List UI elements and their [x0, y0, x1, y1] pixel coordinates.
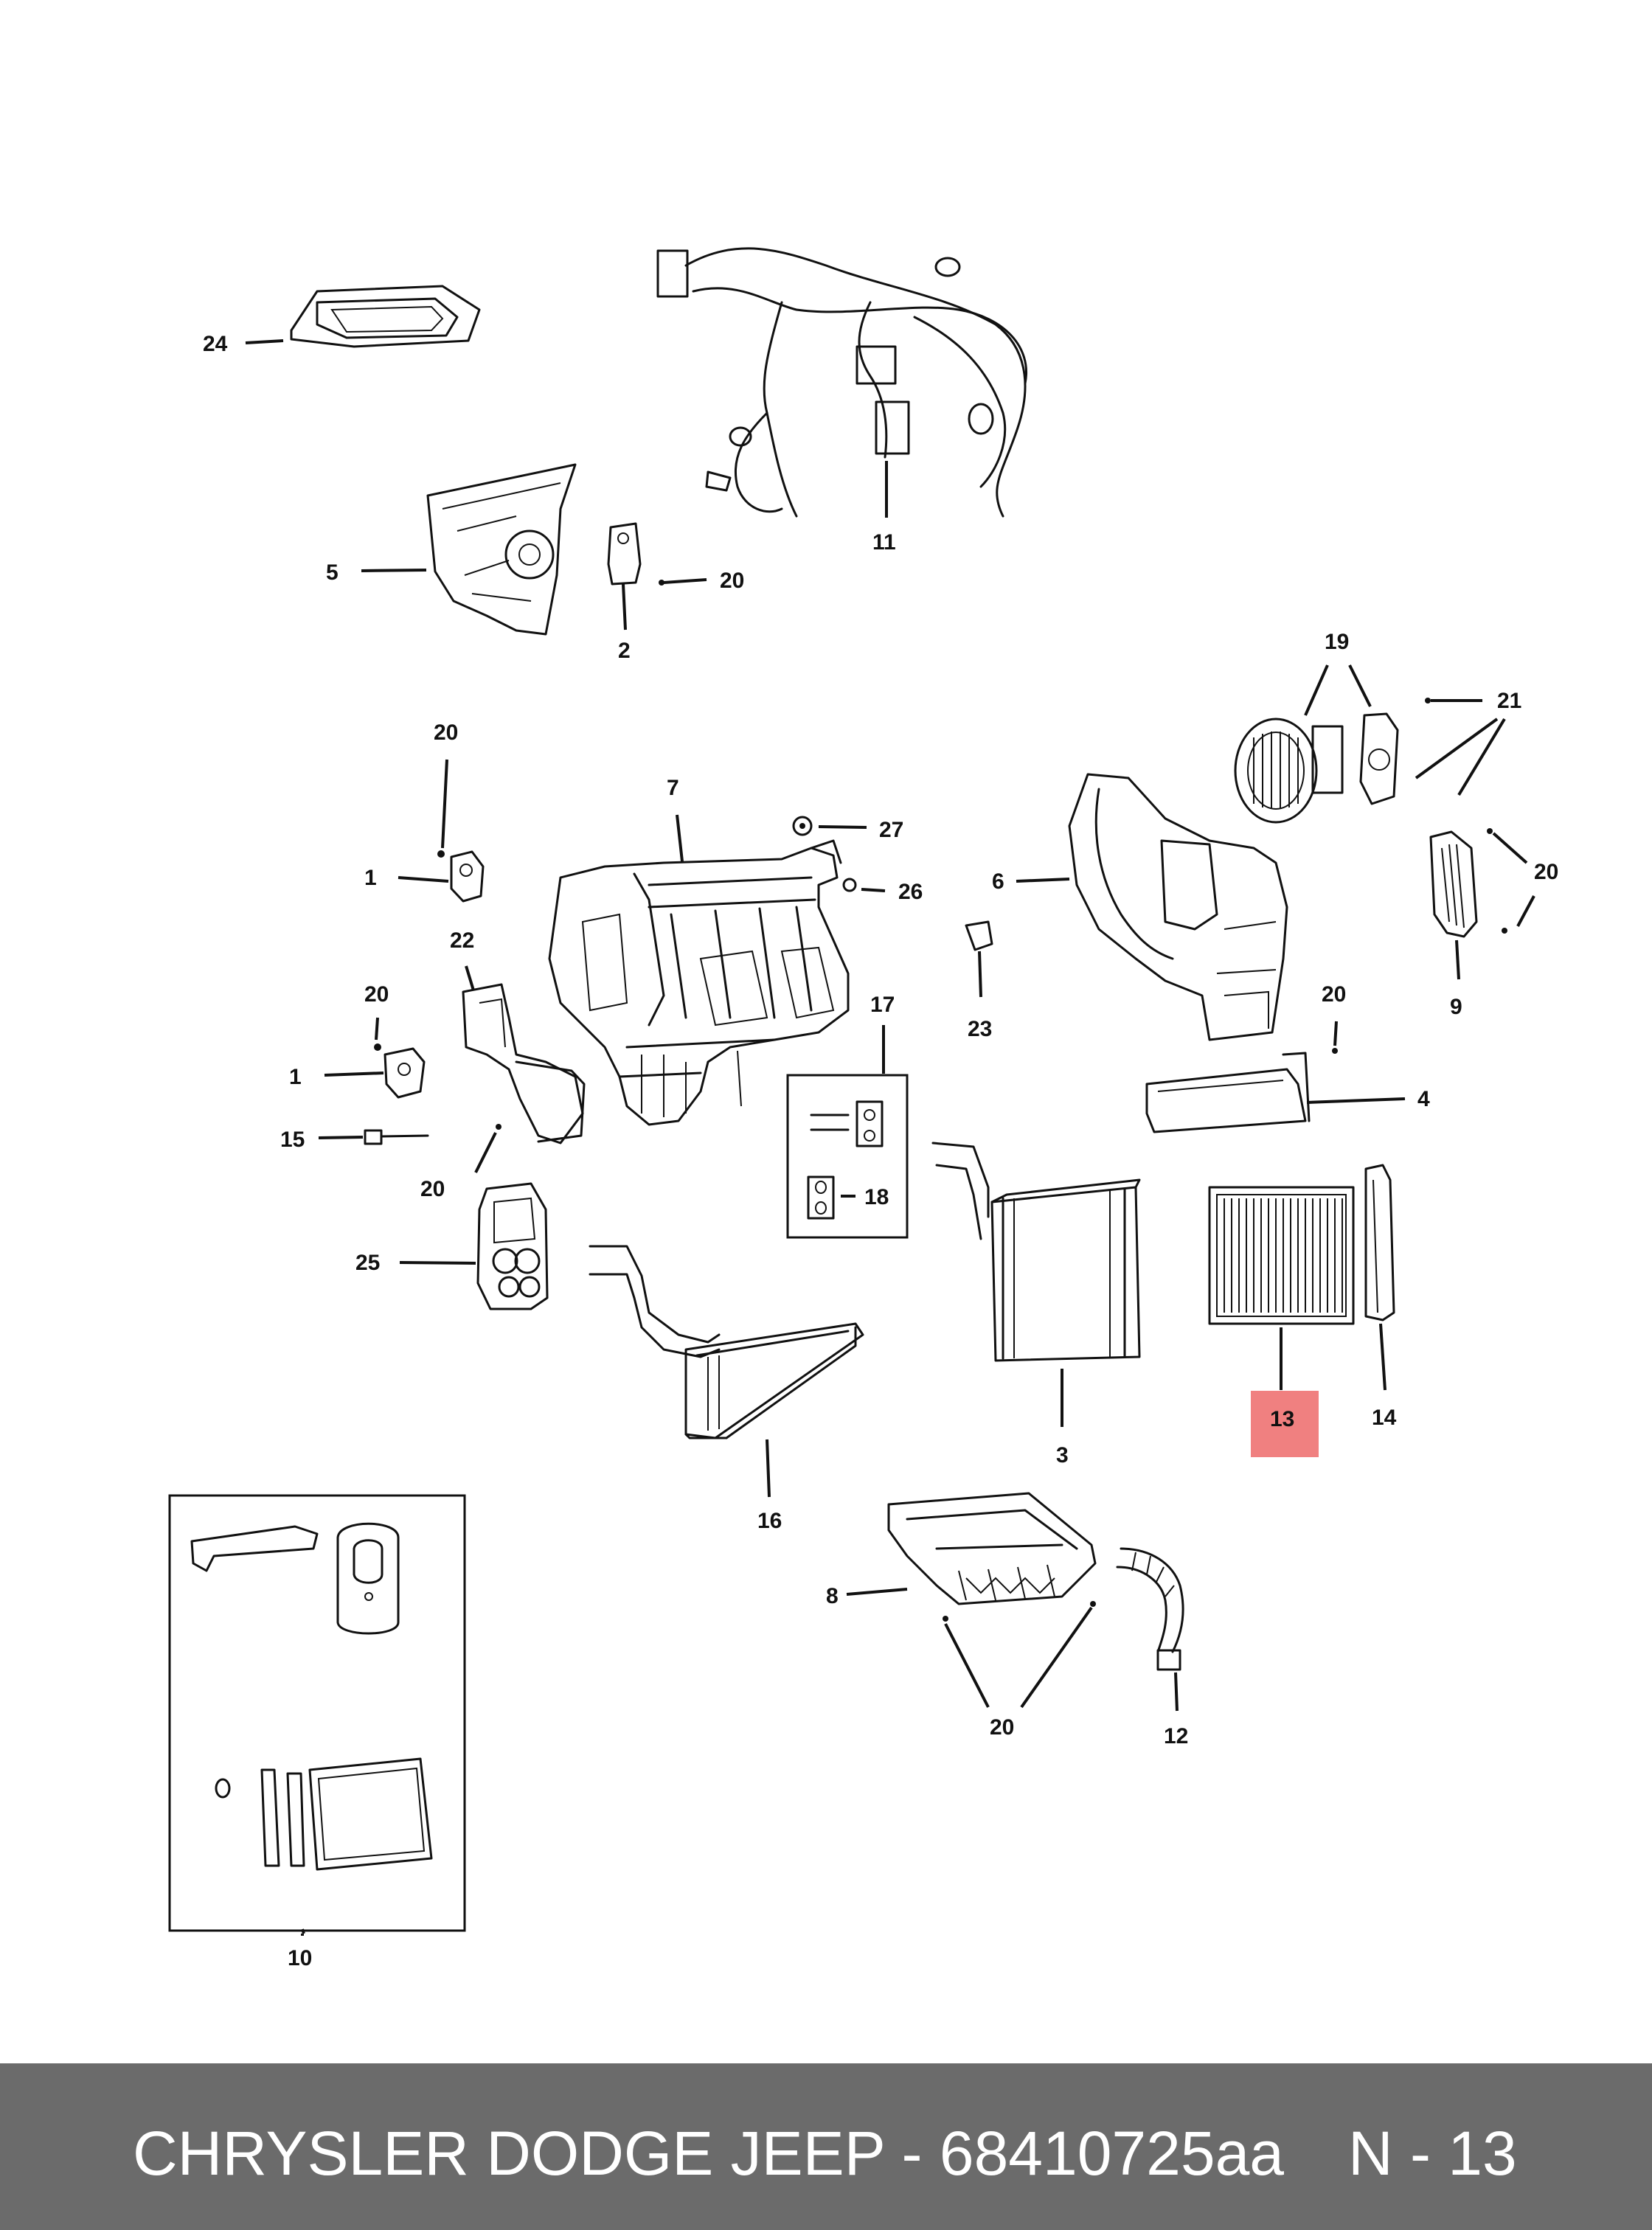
kit-box-17	[786, 1074, 909, 1239]
callout-1-a: 1	[364, 866, 377, 890]
part-18-o-rings	[807, 1175, 835, 1220]
part-2-actuator	[607, 522, 642, 586]
part-24-inlet-seal	[290, 285, 481, 348]
part-3-evaporator	[931, 1142, 1141, 1362]
callout-15: 15	[280, 1128, 305, 1152]
callout-22: 22	[450, 928, 474, 953]
callout-21: 21	[1497, 689, 1521, 713]
callout-20-f: 20	[1534, 860, 1558, 884]
callout-2: 2	[618, 639, 631, 663]
callout-20-g: 20	[990, 1715, 1014, 1740]
part-23-clip	[965, 920, 993, 951]
part-1-actuator-upper	[450, 850, 485, 903]
part-15-screw	[364, 1129, 429, 1145]
callout-9: 9	[1450, 995, 1462, 1019]
callout-10: 10	[288, 1946, 312, 1970]
part-25-seal	[476, 1182, 549, 1310]
part-16-heater-core	[589, 1245, 864, 1439]
callout-20-c: 20	[364, 982, 389, 1007]
callout-5: 5	[326, 560, 339, 585]
callout-11: 11	[872, 530, 896, 555]
footer-part-reference: N - 13	[1348, 2119, 1517, 2188]
kit-box-10	[168, 1494, 466, 1932]
part-17-expansion-valve	[810, 1100, 884, 1147]
part-13-highlight-box	[1251, 1391, 1319, 1457]
callout-3: 3	[1056, 1443, 1069, 1467]
parts-diagram: 24 11 5 2 20 20 1	[168, 247, 1558, 1970]
footer-bar: CHRYSLER DODGE JEEP - 68410725aa N - 13	[0, 2063, 1652, 2230]
callout-1-b: 1	[289, 1065, 302, 1089]
part-22-duct	[462, 983, 586, 1144]
callout-7: 7	[667, 776, 679, 800]
part-12-drain-hose	[1116, 1547, 1184, 1671]
footer-brand-part-number: CHRYSLER DODGE JEEP - 68410725aa	[133, 2119, 1285, 2188]
callout-20-a: 20	[720, 569, 744, 593]
part-5-blower-housing	[426, 463, 577, 636]
part-9-module	[1429, 830, 1478, 938]
callout-27: 27	[879, 818, 903, 842]
part-19-motor-cover	[1359, 712, 1399, 805]
part-4-resistor	[1145, 1052, 1311, 1133]
callout-18: 18	[864, 1185, 889, 1209]
callout-24: 24	[203, 332, 228, 356]
part-27-washer	[792, 816, 813, 836]
callout-12: 12	[1164, 1724, 1188, 1748]
part-8-lower-case	[887, 1492, 1097, 1605]
part-6-blower-housing	[1068, 773, 1288, 1041]
part-7-hvac-housing	[548, 839, 850, 1126]
callout-23: 23	[968, 1017, 992, 1041]
callout-6: 6	[992, 869, 1004, 894]
part-19-blower-motor	[1234, 718, 1344, 824]
callout-20-b: 20	[434, 720, 458, 745]
part-14-filter-door	[1364, 1164, 1395, 1321]
part-26-clip	[842, 878, 857, 892]
callout-20-d: 20	[420, 1177, 445, 1201]
part-10-seal-kit	[190, 1522, 433, 1871]
callout-8: 8	[826, 1584, 839, 1608]
callout-20-e: 20	[1322, 982, 1346, 1007]
callout-16: 16	[757, 1509, 782, 1533]
callout-25: 25	[355, 1251, 380, 1275]
callout-17: 17	[870, 993, 895, 1017]
callout-14: 14	[1372, 1406, 1397, 1430]
callout-19: 19	[1325, 630, 1349, 654]
part-13-cabin-filter	[1208, 1186, 1355, 1325]
callout-4: 4	[1417, 1087, 1430, 1111]
part-1-actuator-lower	[384, 1047, 426, 1099]
part-11-wiring-harness	[656, 247, 1027, 518]
callout-26: 26	[898, 880, 923, 904]
callout-13: 13	[1270, 1407, 1294, 1431]
